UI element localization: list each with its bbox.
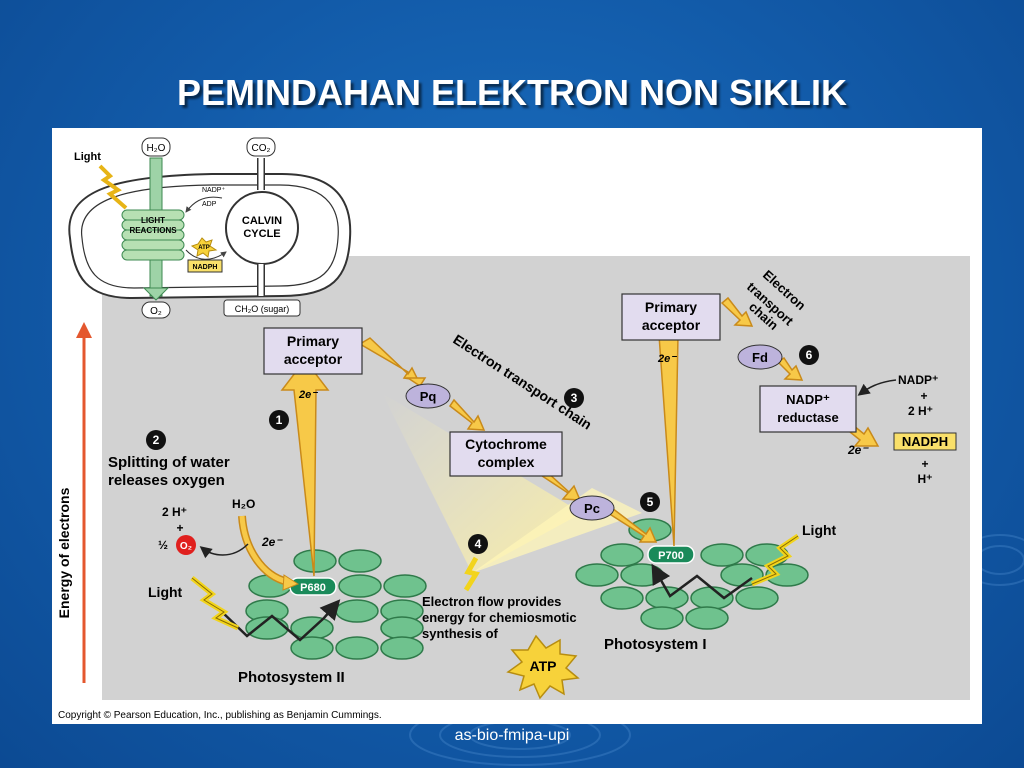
grey-background <box>102 256 970 700</box>
electron-flow-line1: Electron flow provides <box>422 594 561 609</box>
pc-carrier: Pc <box>569 495 615 521</box>
inset-light-reactions-label: LIGHT <box>141 216 165 225</box>
primary-acceptor-ps1: Primary acceptor <box>621 293 721 341</box>
p700-label: P700 <box>658 550 684 562</box>
nadph-label: NADPH <box>902 434 948 449</box>
slide-footer: as-bio-fmipa-upi <box>454 727 570 744</box>
inset-calvin-label: CALVIN <box>242 215 282 227</box>
diagram-panel: H₂O CO₂ O₂ Light LIGHT REACTIONS CALVIN … <box>52 128 982 724</box>
atp-label: ATP <box>530 658 557 674</box>
ps2-2e-label: 2e⁻ <box>298 389 318 401</box>
step-2-label: 2 <box>153 433 160 447</box>
step-4-label: 4 <box>475 537 482 551</box>
cytochrome-line1: Cytochrome <box>465 436 547 452</box>
inset-adp-label: ADP <box>202 201 217 208</box>
light-ps1-label: Light <box>802 522 837 538</box>
inset-h2o-label: H₂O <box>147 143 166 154</box>
p680-label: P680 <box>300 582 326 594</box>
ps2-excitation-zigzag <box>219 599 341 642</box>
slide-title: PEMINDAHAN ELEKTRON NON SIKLIK <box>176 72 847 113</box>
two-e-water: 2e⁻ <box>261 535 283 549</box>
fd-label: Fd <box>752 350 768 365</box>
nadp-reductase-line2: reductase <box>777 410 838 425</box>
splitting-water-line1: Splitting of water <box>108 454 230 471</box>
primary-acceptor-ps2: Primary acceptor <box>263 327 363 375</box>
ps1-excitation-zigzag <box>651 563 753 600</box>
p700-reaction-center <box>647 545 695 564</box>
half-label: ½ <box>158 538 168 552</box>
step-markers: 1 2 3 4 5 6 <box>146 345 819 554</box>
nadp-reductase-line1: NADP⁺ <box>786 392 830 407</box>
inset-o2-label: O₂ <box>150 306 162 317</box>
photosynthesis-diagram: H₂O CO₂ O₂ Light LIGHT REACTIONS CALVIN … <box>56 137 970 721</box>
o2-molecule-icon <box>176 535 196 555</box>
step-6-marker <box>799 345 819 365</box>
inset-atp-label: ATP <box>198 245 210 251</box>
inset-light-reactions-label-2: REACTIONS <box>129 226 177 235</box>
fd-carrier: Fd <box>737 344 783 370</box>
plus-h-out: + <box>921 457 928 471</box>
inset-cycle-label: CYCLE <box>243 228 280 240</box>
cytochrome-complex: Cytochrome complex <box>449 431 563 477</box>
inset-atp-star-icon <box>190 237 218 258</box>
nadp-reductase: NADP⁺ reductase <box>759 385 857 433</box>
ps1-2e-label: 2e⁻ <box>657 353 677 365</box>
cytochrome-line2: complex <box>478 454 535 470</box>
step-4-marker <box>468 534 488 554</box>
step-1-label: 1 <box>276 413 283 427</box>
step-5-label: 5 <box>647 495 654 509</box>
primary-acceptor-ps2-line1: Primary <box>287 333 339 349</box>
electron-flow-line3: synthesis of <box>422 626 499 641</box>
step-2-marker <box>146 430 166 450</box>
o2-label: O₂ <box>180 541 192 552</box>
step-1-marker <box>269 410 289 430</box>
energy-axis: Energy of electrons <box>56 322 92 683</box>
plus-ps2: + <box>176 521 183 535</box>
inset-light-bolt-icon <box>98 164 128 210</box>
photosystem-i-label: Photosystem I <box>604 636 707 653</box>
pq-label: Pq <box>420 389 437 404</box>
inset-sugar-label: CH₂O (sugar) <box>235 304 290 314</box>
splitting-water-line2: releases oxygen <box>108 472 225 489</box>
two-e-nadph: 2e⁻ <box>847 443 869 457</box>
chemiosmotic-bolt-icon <box>463 556 480 592</box>
inset-nadph-label: NADPH <box>193 264 218 271</box>
two-h-plus-ps2: 2 H⁺ <box>162 505 187 519</box>
nadph-product-box <box>893 432 957 451</box>
primary-acceptor-ps1-line1: Primary <box>645 299 697 315</box>
two-h-in-label: 2 H⁺ <box>908 404 933 418</box>
photosystem-ii-disks <box>245 549 427 660</box>
step-6-label: 6 <box>806 348 813 362</box>
copyright-text: Copyright © Pearson Education, Inc., pub… <box>58 710 382 721</box>
light-ps2-label: Light <box>148 584 183 600</box>
pq-carrier: Pq <box>405 383 451 409</box>
atp-starburst-icon <box>506 634 580 700</box>
step-3-label: 3 <box>571 391 578 405</box>
chemiosmotic-energy-beam <box>382 393 582 573</box>
nadp-in-label: NADP⁺ <box>898 373 938 387</box>
inset-co2-label: CO₂ <box>252 143 271 154</box>
h-out-label: H⁺ <box>918 472 933 486</box>
photosystem-ii-label: Photosystem II <box>238 669 345 686</box>
step-5-marker <box>640 492 660 512</box>
inset-nadp-label: NADP⁺ <box>202 187 225 194</box>
primary-acceptor-ps1-line2: acceptor <box>642 317 701 333</box>
inset-light-label: Light <box>74 151 101 163</box>
electron-flow-line2: energy for chemiosmotic <box>422 610 577 625</box>
plus-nadp: + <box>920 389 927 403</box>
pc-label: Pc <box>584 501 600 516</box>
primary-acceptor-ps2-line2: acceptor <box>284 351 343 367</box>
chloroplast-inset: H₂O CO₂ O₂ Light LIGHT REACTIONS CALVIN … <box>68 137 352 319</box>
y-axis-label: Energy of electrons <box>56 487 72 618</box>
h2o-label: H₂O <box>232 497 255 511</box>
step-3-marker <box>564 388 584 408</box>
photosystem-i-disks <box>575 518 809 630</box>
thylakoid-stack <box>121 209 185 261</box>
